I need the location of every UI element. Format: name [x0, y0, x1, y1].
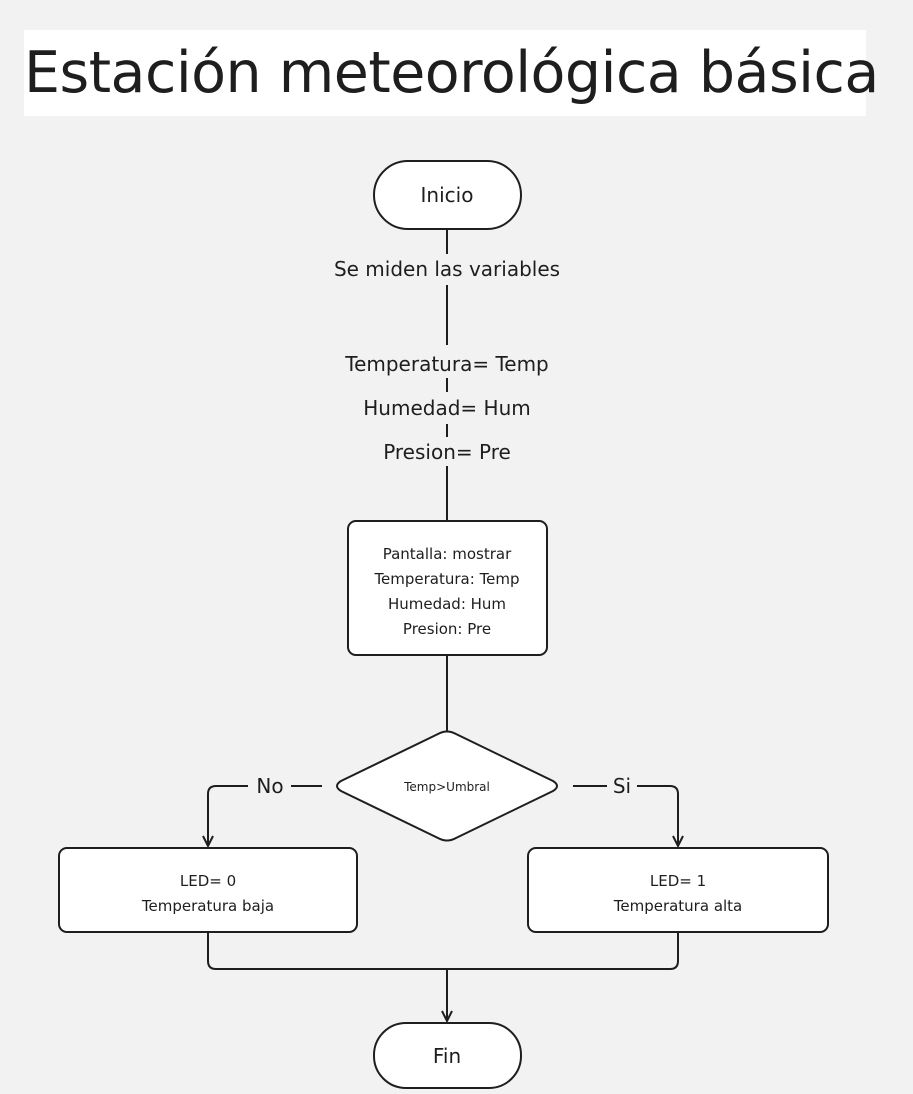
display-line-2: Temperatura: Temp — [373, 570, 519, 588]
diagram-title: Estación meteorológica básica — [24, 40, 879, 106]
display-line-4: Presion: Pre — [403, 620, 491, 638]
connectors — [208, 229, 678, 1021]
led-off-node: LED= 0 Temperatura baja — [58, 847, 358, 933]
start-label: Inicio — [421, 183, 474, 207]
display-line-3: Humedad: Hum — [388, 595, 506, 613]
variable-humidity: Humedad= Hum — [363, 396, 530, 420]
connector-no-2 — [208, 785, 248, 846]
measure-label: Se miden las variables — [334, 257, 560, 281]
end-label: Fin — [433, 1044, 461, 1068]
start-node: Inicio — [373, 160, 522, 230]
led-off-line-1: LED= 0 — [180, 872, 236, 890]
connector-si-2 — [637, 785, 678, 846]
decision-label: Temp>Umbral — [403, 780, 490, 794]
led-on-shape — [527, 847, 829, 933]
branch-si-label: Si — [613, 774, 631, 798]
variable-temperature: Temperatura= Temp — [344, 352, 549, 376]
decision-node: Temp>Umbral — [336, 730, 558, 842]
led-off-line-2: Temperatura baja — [141, 897, 274, 915]
decision-shape — [336, 730, 558, 842]
branch-no-label: No — [256, 774, 283, 798]
display-node: Pantalla: mostrar Temperatura: Temp Hume… — [347, 520, 548, 656]
display-line-1: Pantalla: mostrar — [383, 545, 512, 563]
start-shape — [373, 160, 522, 230]
display-shape — [347, 520, 548, 656]
led-on-line-1: LED= 1 — [650, 872, 706, 890]
title-background — [24, 30, 866, 116]
end-shape — [373, 1022, 522, 1089]
connector-merge — [207, 933, 679, 970]
variable-pressure: Presion= Pre — [383, 440, 511, 464]
led-on-node: LED= 1 Temperatura alta — [527, 847, 829, 933]
led-off-shape — [58, 847, 358, 933]
led-on-line-2: Temperatura alta — [613, 897, 743, 915]
end-node: Fin — [373, 1022, 522, 1089]
